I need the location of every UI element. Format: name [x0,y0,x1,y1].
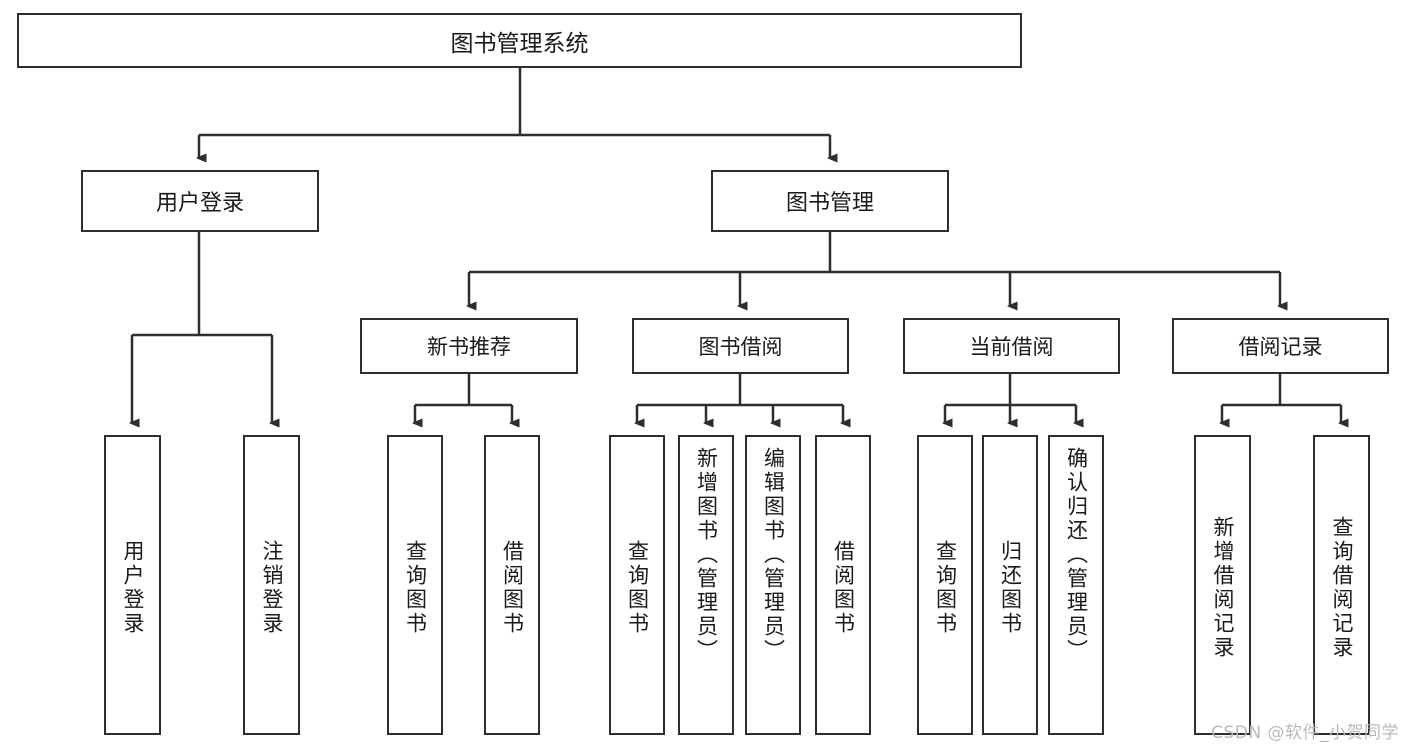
leaf-node[interactable]: 确认归还（管理员） [1048,435,1104,735]
leaf-node[interactable]: 编辑图书（管理员） [745,435,801,735]
leaf-label: 查询图书 [403,540,428,636]
leaf-node[interactable]: 查询图书 [917,435,973,735]
leaf-label: 新增借阅记录 [1211,516,1235,660]
leaf-node[interactable]: 用户登录 [104,435,161,735]
node-borrow-record-label: 借阅记录 [1238,335,1323,359]
leaf-label: 归还图书 [998,540,1023,636]
leaf-inner: 确认归还（管理员） [1050,443,1102,737]
leaf-label: 借阅图书 [831,540,856,636]
leaf-label: 编辑图书（管理员） [761,447,786,663]
leaf-label: 新增图书（管理员） [694,447,719,663]
leaf-node[interactable]: 注销登录 [243,435,300,735]
leaf-inner: 归还图书 [984,443,1036,733]
node-root-label: 图书管理系统 [450,30,589,57]
leaf-label: 查询借阅记录 [1330,516,1354,660]
leaf-label: 确认归还（管理员） [1064,447,1089,663]
leaf-label: 查询图书 [933,540,958,636]
leaf-inner: 查询图书 [389,443,441,733]
node-new-book-recommend[interactable]: 新书推荐 [360,318,578,374]
leaf-inner: 新增借阅记录 [1196,443,1249,733]
leaf-inner: 编辑图书（管理员） [747,443,799,737]
leaf-label: 用户登录 [121,540,145,636]
leaf-node[interactable]: 归还图书 [982,435,1038,735]
node-borrow-record[interactable]: 借阅记录 [1172,318,1389,374]
node-root[interactable]: 图书管理系统 [17,13,1022,68]
leaf-node[interactable]: 借阅图书 [484,435,540,735]
leaf-node[interactable]: 新增借阅记录 [1194,435,1251,735]
leaf-label: 注销登录 [260,540,284,636]
leaf-node[interactable]: 查询图书 [387,435,443,735]
leaf-node[interactable]: 查询借阅记录 [1313,435,1370,735]
leaf-inner: 注销登录 [245,443,298,733]
node-current-borrow[interactable]: 当前借阅 [903,318,1120,374]
leaf-node[interactable]: 借阅图书 [815,435,871,735]
node-current-borrow-label: 当前借阅 [969,335,1054,359]
leaf-inner: 查询借阅记录 [1315,443,1368,733]
leaf-inner: 查询图书 [611,443,663,733]
leaf-inner: 用户登录 [106,443,159,733]
watermark: CSDN @软件_小贺同学 [1211,723,1399,743]
leaf-inner: 查询图书 [919,443,971,733]
leaf-inner: 新增图书（管理员） [680,443,732,737]
leaf-label: 查询图书 [625,540,650,636]
leaf-inner: 借阅图书 [817,443,869,733]
node-book-borrow[interactable]: 图书借阅 [632,318,849,374]
leaf-node[interactable]: 新增图书（管理员） [678,435,734,735]
node-book-management-label: 图书管理 [785,191,874,216]
leaf-label: 借阅图书 [500,540,525,636]
node-user-login-label: 用户登录 [155,191,244,216]
node-new-book-recommend-label: 新书推荐 [427,335,511,359]
leaf-node[interactable]: 查询图书 [609,435,665,735]
node-user-login[interactable]: 用户登录 [81,170,319,232]
node-book-borrow-label: 图书借阅 [698,335,783,359]
leaf-inner: 借阅图书 [486,443,538,733]
node-book-management[interactable]: 图书管理 [711,170,949,232]
